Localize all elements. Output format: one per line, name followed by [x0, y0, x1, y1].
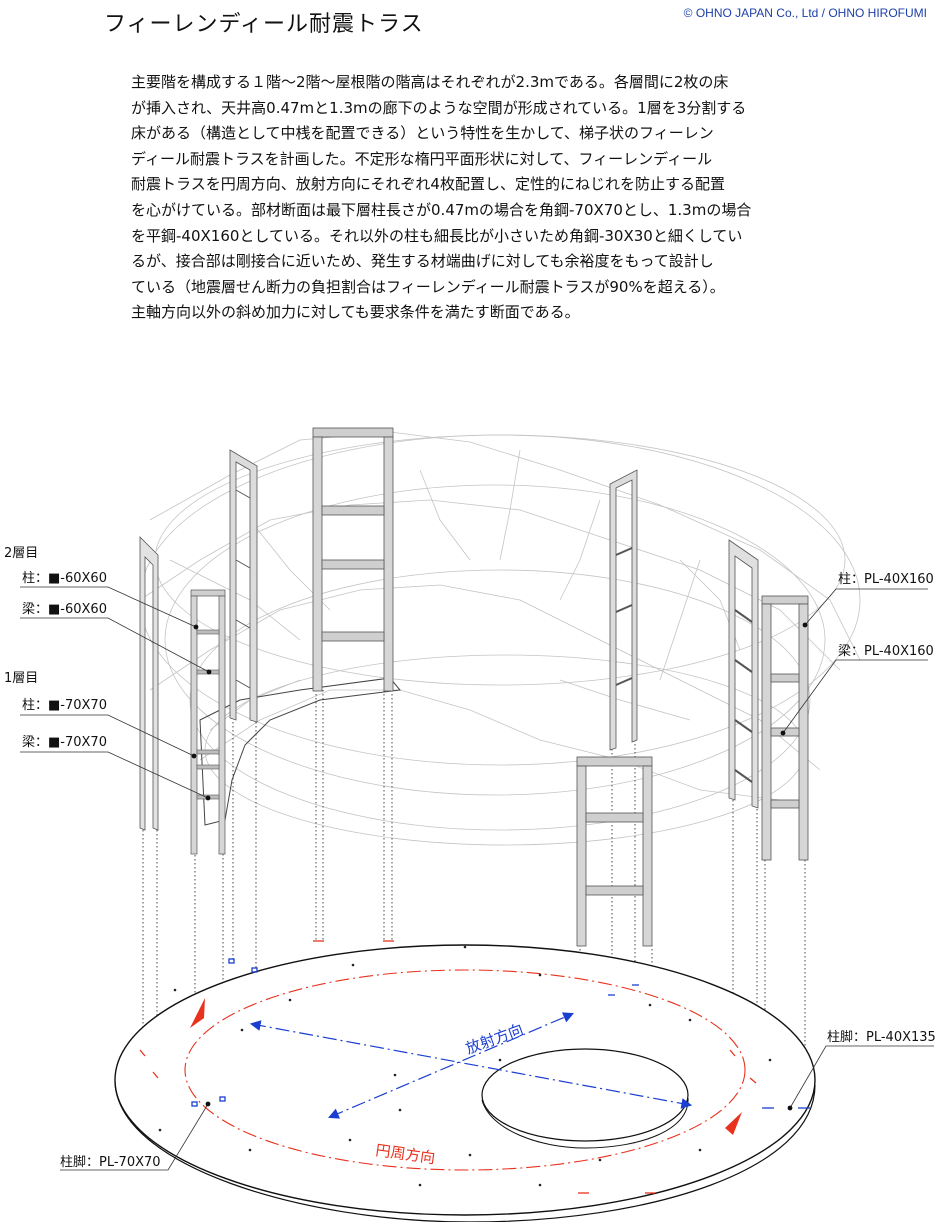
page-title: フィーレンディール耐震トラス	[104, 12, 424, 37]
floor2-label: 2層目	[4, 546, 38, 561]
leader-lines	[20, 586, 934, 1171]
description-line: 主軸方向以外の斜め加力に対しても要求条件を満たす断面である。	[131, 303, 580, 322]
beam-right-label: 梁：PL-40X160	[838, 644, 934, 659]
description-line: ディール耐震トラスを計画した。不定形な楕円平面形状に対して、フィーレンディール	[131, 149, 713, 168]
description-line: ている（地震層せん断力の負担割合はフィーレンディール耐震トラスが90%を超える）…	[131, 277, 725, 296]
ground-slab	[114, 944, 816, 1222]
truss-center-back	[312, 427, 394, 692]
beam1-label: 梁：■-70X70	[22, 735, 107, 750]
column-right-label: 柱：PL-40X160	[838, 572, 934, 587]
truss-right-front	[761, 595, 809, 861]
floor1-label: 1層目	[4, 671, 38, 686]
column1-label: 柱：■-70X70	[22, 698, 107, 713]
truss-left-back	[229, 449, 258, 723]
description-line: を心がけている。部材断面は最下層柱長さが0.47mの場合を角鋼-70X70とし、…	[131, 200, 752, 219]
beam2-label: 梁：■-60X60	[22, 602, 107, 617]
description-line: 主要階を構成する１階〜2階〜屋根階の階高はそれぞれが2.3mである。各層間に2枚…	[131, 73, 729, 91]
circumferential-arrows	[190, 998, 742, 1135]
column-base-marks	[139, 940, 810, 1194]
description-line: 耐震トラスを円周方向、放射方向にそれぞれ4枚配置し、定性的にねじれを防止する配置	[131, 175, 725, 194]
leader-dots	[191, 622, 808, 1111]
description-line: を平鋼-40X160としている。それ以外の柱も細長比が小さいため角鋼-30X30…	[131, 226, 743, 245]
column-base-right-label: 柱脚：PL-40X135	[827, 1029, 936, 1045]
truss-left-front	[139, 536, 226, 855]
description-text: 主要階を構成する１階〜2階〜屋根階の階高はそれぞれが2.3mである。各層間に2枚…	[131, 70, 811, 326]
column-base-left-label: 柱脚：PL-70X70	[60, 1154, 161, 1170]
column2-label: 柱：■-60X60	[22, 571, 107, 586]
description-line: 床がある（構造として中桟を配置できる）という特性を生かして、梯子状のフィーレン	[131, 124, 714, 143]
description-line: が挿入され、天井高0.47mと1.3mの廊下のような空間が形成されている。1層を…	[131, 98, 747, 117]
truss-right-side	[728, 539, 759, 809]
copyright-text: © OHNO JAPAN Co., Ltd / OHNO HIROFUMI	[683, 6, 927, 20]
truss-right-back	[609, 469, 638, 751]
description-line: るが、接合部は剛接合に近いため、発生する材端曲げに対しても余裕度をもって設計し	[131, 252, 714, 271]
radial-direction-arrows	[249, 1012, 693, 1119]
truss-right-front-center	[576, 756, 653, 947]
slab-anchor-dots	[158, 945, 772, 1187]
